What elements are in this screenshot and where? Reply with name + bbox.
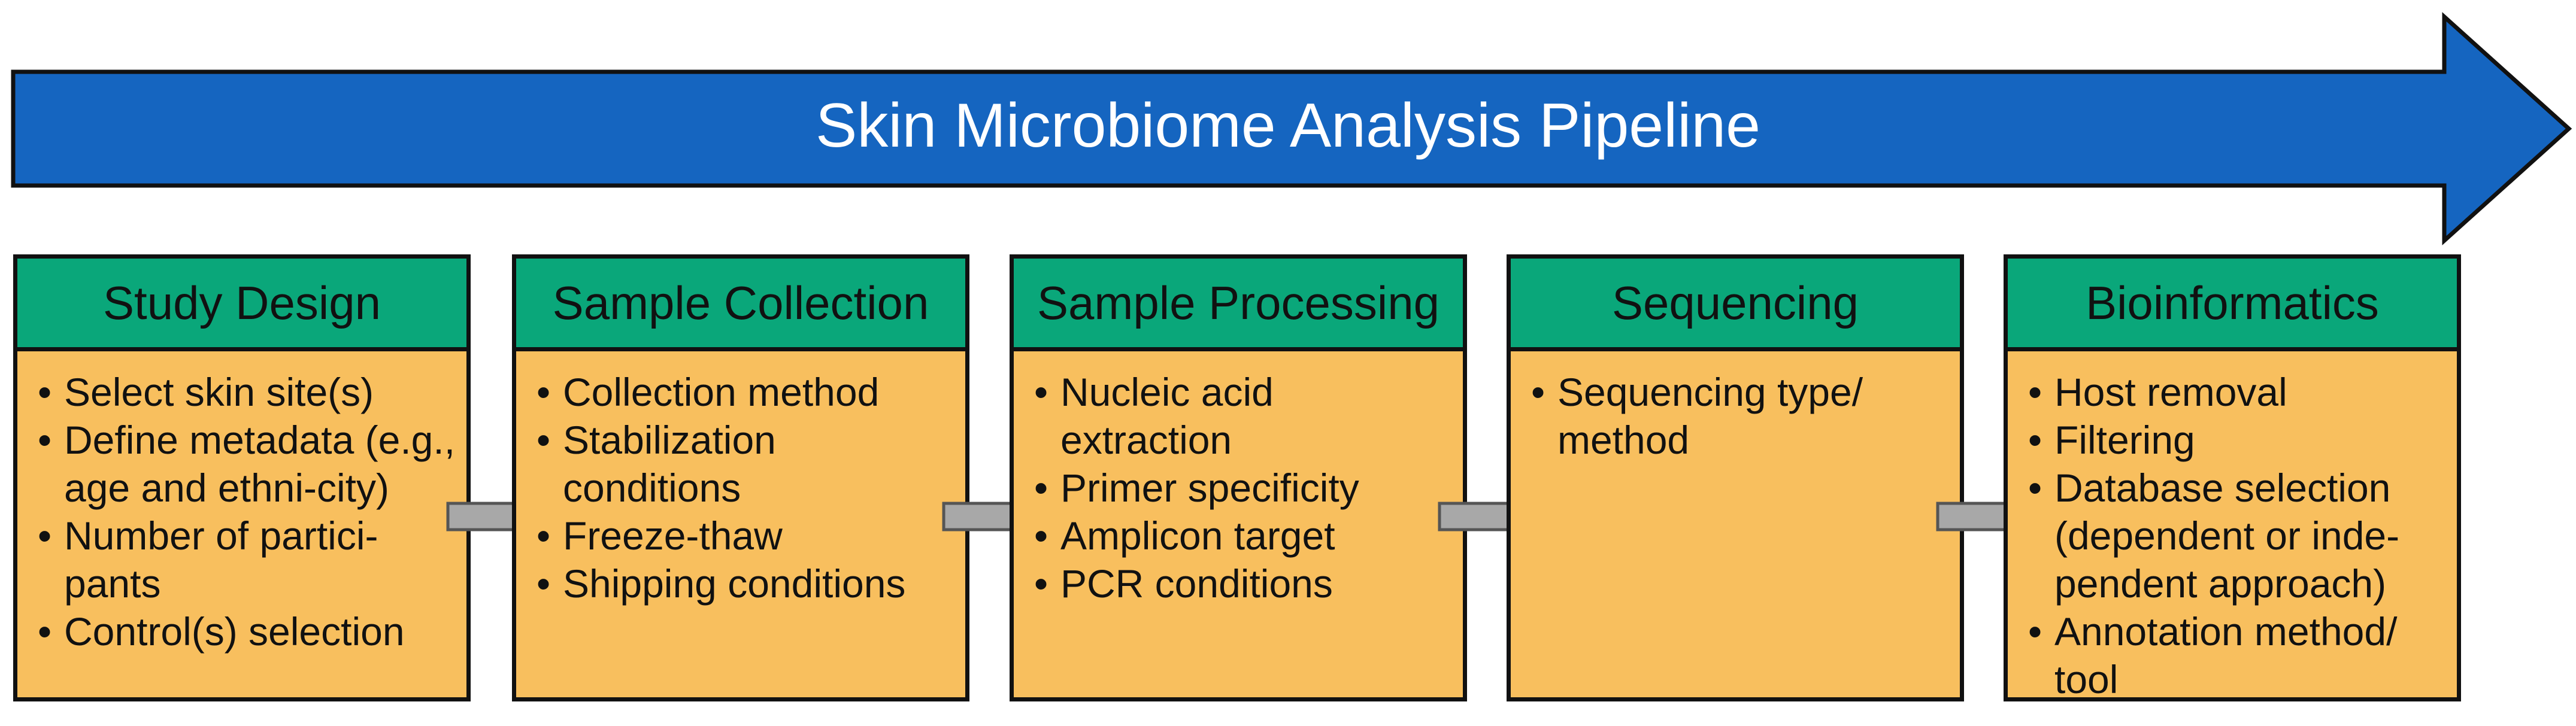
stage-item: Select skin site(s) <box>35 368 456 416</box>
stage-header: Sample Processing <box>1010 254 1467 351</box>
stage-body: Sequencing type/ method <box>1507 347 1964 701</box>
stage-header: Bioinformatics <box>2004 254 2461 351</box>
stage-item: Define metadata (e.g., age and ethni-cit… <box>35 416 456 512</box>
stage-item: Freeze-thaw <box>534 512 954 560</box>
stage-item: Annotation method/ tool <box>2026 607 2446 703</box>
stage-item-list: Sequencing type/ method <box>1529 368 1949 464</box>
stage-bioinformatics: Bioinformatics Host removal Filtering Da… <box>2004 254 2461 701</box>
stage-item: Sequencing type/ method <box>1529 368 1949 464</box>
stage-item: Shipping conditions <box>534 560 954 607</box>
stage-item: Filtering <box>2026 416 2446 464</box>
stage-item: Nucleic acid extraction <box>1032 368 1452 464</box>
stage-item: Collection method <box>534 368 954 416</box>
stage-item-list: Select skin site(s) Define metadata (e.g… <box>35 368 456 655</box>
pipeline-title: Skin Microbiome Analysis Pipeline <box>815 91 1761 160</box>
stage-item-list: Nucleic acid extraction Primer specifici… <box>1032 368 1452 607</box>
stage-item: Stabilization conditions <box>534 416 954 512</box>
stage-body: Host removal Filtering Database selectio… <box>2004 347 2461 701</box>
stage-sample-processing: Sample Processing Nucleic acid extractio… <box>1010 254 1467 701</box>
stage-item: Amplicon target <box>1032 512 1452 560</box>
stage-body: Select skin site(s) Define metadata (e.g… <box>13 347 471 701</box>
stage-item: Host removal <box>2026 368 2446 416</box>
stage-item: Primer specificity <box>1032 464 1452 512</box>
stage-item: Database selection (dependent or inde-pe… <box>2026 464 2446 607</box>
stage-item-list: Host removal Filtering Database selectio… <box>2026 368 2446 703</box>
stage-body: Nucleic acid extraction Primer specifici… <box>1010 347 1467 701</box>
stage-item-list: Collection method Stabilization conditio… <box>534 368 954 607</box>
stage-header: Study Design <box>13 254 471 351</box>
stage-sample-collection: Sample Collection Collection method Stab… <box>512 254 969 701</box>
banner-arrow-shape <box>11 12 2572 245</box>
stage-header: Sample Collection <box>512 254 969 351</box>
stage-sequencing: Sequencing Sequencing type/ method <box>1507 254 1964 701</box>
pipeline-banner-arrow <box>11 12 2572 245</box>
stage-header: Sequencing <box>1507 254 1964 351</box>
stage-item: PCR conditions <box>1032 560 1452 607</box>
stage-body: Collection method Stabilization conditio… <box>512 347 969 701</box>
stage-item: Control(s) selection <box>35 607 456 655</box>
stage-item: Number of partici-pants <box>35 512 456 607</box>
stage-study-design: Study Design Select skin site(s) Define … <box>13 254 471 701</box>
